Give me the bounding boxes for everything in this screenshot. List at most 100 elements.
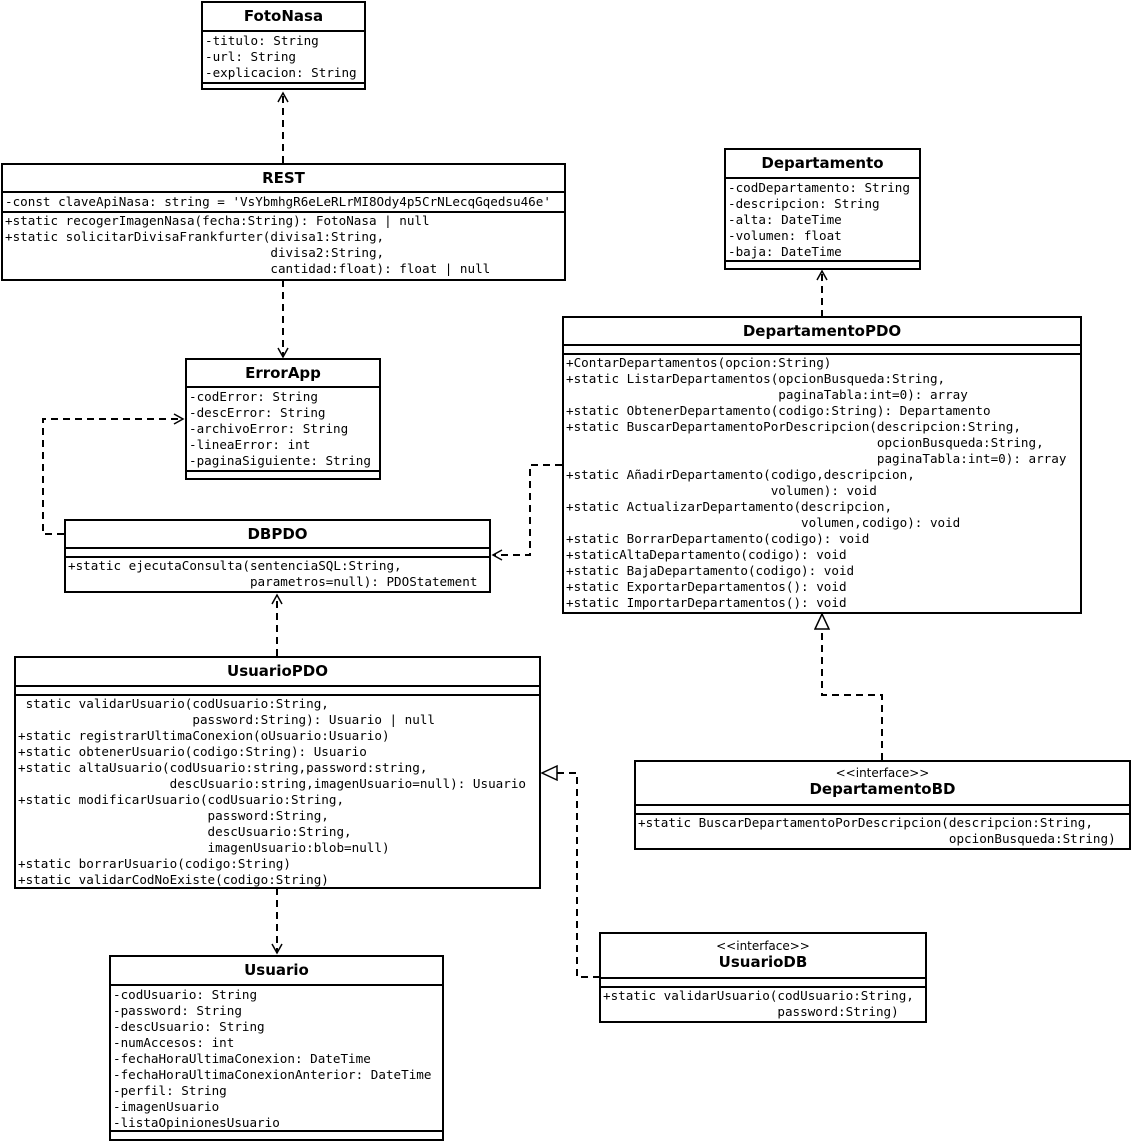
method: +static BajaDepartamento(codigo): void — [566, 563, 855, 578]
attribute: -fechaHoraUltimaConexionAnterior: DateTi… — [113, 1067, 432, 1082]
class-header: ErrorApp — [187, 360, 379, 388]
class-header: Usuario — [111, 957, 442, 986]
attribute: -archivoError: String — [189, 421, 349, 436]
method: +static ObtenerDepartamento(codigo:Strin… — [566, 403, 991, 418]
method: password:String): Usuario | null — [18, 712, 436, 727]
class-name: UsuarioPDO — [227, 662, 328, 680]
methods-section: +static recogerImagenNasa(fecha:String):… — [3, 213, 564, 277]
rest-class: REST -const claveApiNasa: string = 'VsYb… — [1, 163, 566, 281]
method: password:String) — [603, 1004, 899, 1019]
class-name: DBPDO — [247, 524, 308, 543]
class-header: <<interface>> UsuarioDB — [601, 934, 925, 979]
attributes-section — [66, 549, 489, 558]
attributes-section — [636, 806, 1129, 815]
stereotype-label: <<interface>> — [716, 938, 810, 953]
attribute: -listaOpinionesUsuario — [113, 1115, 280, 1130]
method: +static validarUsuario(codUsuario:String… — [603, 988, 914, 1003]
usuariodb-to-usuariopdo-realization — [542, 773, 600, 978]
method: +static BuscarDepartamentoPorDescripcion… — [638, 815, 1093, 830]
method: descUsuario:string,imagenUsuario=null): … — [18, 776, 526, 791]
method: +static modificarUsuario(codUsuario:Stri… — [18, 792, 345, 807]
attribute: -const claveApiNasa: string = 'VsYbmhgR6… — [5, 194, 551, 209]
attribute: -url: String — [205, 49, 296, 64]
methods-section: +static ejecutaConsulta(sentenciaSQL:Str… — [66, 558, 489, 590]
attribute: -imagenUsuario — [113, 1099, 220, 1114]
class-header: DBPDO — [66, 521, 489, 549]
method: +static BorrarDepartamento(codigo): void — [566, 531, 870, 546]
attribute: -fechaHoraUltimaConexion: DateTime — [113, 1051, 371, 1066]
method: cantidad:float): float | null — [5, 261, 491, 276]
methods-section: +static validarUsuario(codUsuario:String… — [601, 988, 925, 1020]
attribute: -codError: String — [189, 389, 318, 404]
attribute: -numAccesos: int — [113, 1035, 235, 1050]
method: volumen): void — [566, 483, 877, 498]
method: descUsuario:String, — [18, 824, 352, 839]
departamentopdo-class: DepartamentoPDO +ContarDepartamentos(opc… — [562, 316, 1082, 614]
attribute: -codUsuario: String — [113, 987, 258, 1002]
attributes-section — [16, 687, 539, 696]
methods-section: +static BuscarDepartamentoPorDescripcion… — [636, 815, 1129, 847]
usuario-class: Usuario -codUsuario: String -password: S… — [109, 955, 444, 1141]
method: +static ActualizarDepartamento(descripci… — [566, 499, 893, 514]
method: volumen,codigo): void — [566, 515, 961, 530]
attributes-section — [601, 979, 925, 988]
method: opcionBusqueda:String, — [566, 435, 1044, 450]
method: +static altaUsuario(codUsuario:string,pa… — [18, 760, 428, 775]
attribute: -perfil: String — [113, 1083, 227, 1098]
method: +static ImportarDepartamentos(): void — [566, 595, 847, 610]
class-header: DepartamentoPDO — [564, 318, 1080, 346]
method: password:String, — [18, 808, 329, 823]
method: +static registrarUltimaConexion(oUsuario… — [18, 728, 390, 743]
method: +staticAltaDepartamento(codigo): void — [566, 547, 847, 562]
attribute: -codDepartamento: String — [728, 180, 910, 195]
usuariodb-interface: <<interface>> UsuarioDB +static validarU… — [599, 932, 927, 1023]
dbpdo-to-errorapp-dependency — [42, 413, 185, 535]
method: +static ejecutaConsulta(sentenciaSQL:Str… — [68, 558, 402, 573]
attribute: -explicacion: String — [205, 65, 357, 80]
attributes-section: -codDepartamento: String -descripcion: S… — [726, 179, 919, 262]
method: imagenUsuario:blob=null) — [18, 840, 390, 855]
attribute: -volumen: float — [728, 228, 842, 243]
attribute: -baja: DateTime — [728, 244, 842, 259]
departamento-class: Departamento -codDepartamento: String -d… — [724, 148, 921, 270]
class-header: FotoNasa — [203, 3, 364, 32]
methods-section: +ContarDepartamentos(opcion:String) +sta… — [564, 355, 1080, 611]
method: +static solicitarDivisaFrankfurter(divis… — [5, 229, 385, 244]
method: +static recogerImagenNasa(fecha:String):… — [5, 213, 430, 228]
departamentopdo-to-dbpdo-dependency — [491, 464, 562, 561]
method: +static validarCodNoExiste(codigo:String… — [18, 872, 329, 887]
methods-section: static validarUsuario(codUsuario:String,… — [16, 696, 539, 887]
attribute: -descUsuario: String — [113, 1019, 265, 1034]
class-name: Departamento — [761, 154, 884, 172]
method: +static ExportarDepartamentos(): void — [566, 579, 847, 594]
method: paginaTabla:int=0): array — [566, 387, 968, 402]
stereotype-label: <<interface>> — [835, 766, 930, 780]
method: paginaTabla:int=0): array — [566, 451, 1067, 466]
method: +static borrarUsuario(codigo:String) — [18, 856, 291, 871]
method: +ContarDepartamentos(opcion:String) — [566, 355, 832, 370]
class-name: Usuario — [244, 961, 309, 979]
departamentobd-to-departamentopdo-realization — [822, 614, 883, 760]
attributes-section: -titulo: String -url: String -explicacio… — [203, 32, 364, 84]
attribute: -descripcion: String — [728, 196, 880, 211]
class-name: FotoNasa — [243, 7, 324, 25]
attributes-section: -const claveApiNasa: string = 'VsYbmhgR6… — [3, 193, 564, 213]
attribute: -lineaError: int — [189, 437, 311, 452]
errorapp-class: ErrorApp -codError: String -descError: S… — [185, 358, 381, 480]
departamentobd-interface: <<interface>> DepartamentoBD +static Bus… — [634, 760, 1131, 850]
class-name: DepartamentoBD — [809, 780, 956, 798]
class-name: REST — [262, 168, 305, 187]
attributes-section: -codError: String -descError: String -ar… — [187, 388, 379, 472]
attribute: -titulo: String — [205, 33, 319, 48]
method: +static obtenerUsuario(codigo:String): U… — [18, 744, 367, 759]
attribute: -password: String — [113, 1003, 242, 1018]
method: parametros=null): PDOStatement — [68, 574, 478, 589]
attributes-section: -codUsuario: String -password: String -d… — [111, 986, 442, 1132]
method: opcionBusqueda:String) — [638, 831, 1116, 846]
method: divisa2:String, — [5, 245, 385, 260]
method: static validarUsuario(codUsuario:String, — [18, 696, 329, 711]
method: +static AñadirDepartamento(codigo,descri… — [566, 467, 915, 482]
class-name: ErrorApp — [245, 363, 321, 382]
